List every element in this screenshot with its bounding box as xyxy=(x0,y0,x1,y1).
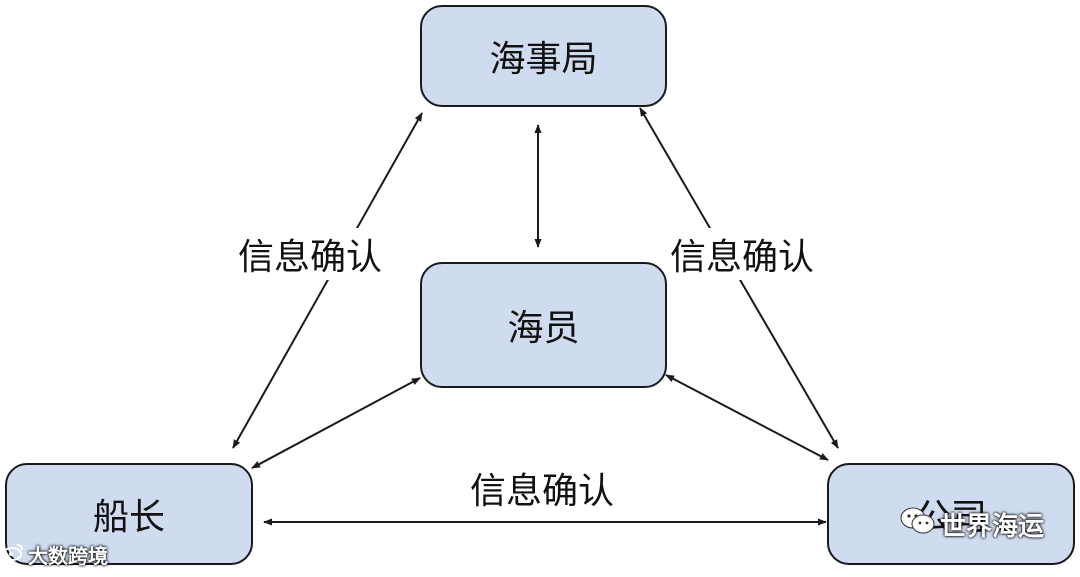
arrow-captain-seafarer xyxy=(251,377,421,469)
node-seafarer-label: 海员 xyxy=(507,308,580,349)
arrow-company-seafarer xyxy=(665,374,829,461)
edge-label-captain-company: 信息确认 xyxy=(468,462,617,514)
watermark-right-text: 世界海运 xyxy=(940,512,1045,542)
watermark-right: 世界海运 xyxy=(900,506,1044,543)
node-captain-label: 船长 xyxy=(92,497,165,538)
watermark-left-text: 大数跨境 xyxy=(28,544,108,568)
node-maritime-bureau-label: 海事局 xyxy=(489,39,598,80)
weibo-icon xyxy=(2,542,24,567)
node-captain: 船长 xyxy=(5,463,253,565)
node-seafarer: 海员 xyxy=(420,262,667,388)
edge-label-captain-msa: 信息确认 xyxy=(236,228,385,280)
arrow-captain-msa xyxy=(232,112,423,449)
edge-label-company-msa: 信息确认 xyxy=(668,228,817,280)
node-maritime-bureau: 海事局 xyxy=(420,5,667,107)
wechat-icon xyxy=(900,506,936,543)
watermark-left: 大数跨境 xyxy=(2,540,108,569)
